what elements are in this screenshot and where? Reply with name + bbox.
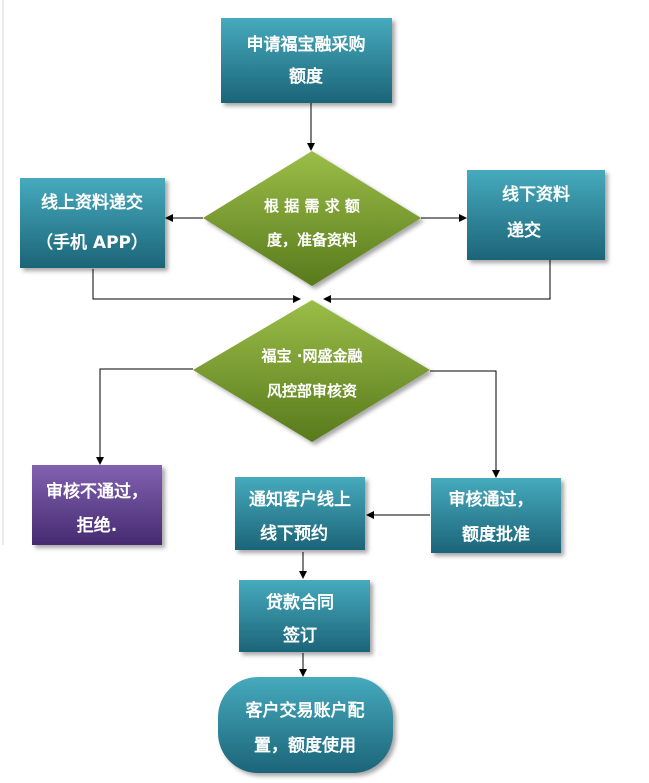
node-account-line-1: 客户交易账户配 [245,700,365,721]
node-notify-line-1: 通知客户线上 [249,489,351,510]
node-reject-line-1: 审核不通过， [46,481,148,502]
arrow-review-to-approve [430,370,500,478]
node-notify [235,477,365,550]
node-online-line-1: 线上资料递交 [41,192,143,213]
node-review-line-2: 风控部审核资 [267,382,357,400]
connectors [92,103,551,677]
node-reject-line-2: 拒绝. [77,515,117,536]
node-offline [467,170,605,260]
node-offline-line-2: 递交 [507,220,541,241]
arrow-review-to-reject [96,368,193,465]
node-online-line-2: （手机 APP） [36,232,148,253]
line-offline-to-merge [323,260,551,303]
node-apply-line-1: 申请福宝融采购 [247,34,366,55]
node-contract-line-1: 贷款合同 [266,592,334,613]
node-account [218,677,393,773]
node-approve [431,478,561,553]
node-online [20,178,165,268]
node-contract-line-2: 签订 [282,625,317,646]
node-prepare-line-2: 度，准备资料 [267,231,357,249]
node-review [193,300,430,442]
node-account-line-2: 置，额度使用 [254,735,356,756]
node-notify-line-2: 线下预约 [260,523,328,544]
node-approve-line-1: 审核通过， [449,489,534,510]
node-reject [32,465,162,545]
node-offline-line-1: 线下资料 [502,184,570,205]
node-prepare-line-1: 根 据 需 求 额 [264,197,360,215]
line-online-to-merge [92,269,301,303]
node-review-line-1: 福宝 ·网盛金融 [261,347,363,365]
node-contract [239,580,370,652]
node-apply-line-2: 额度 [289,66,324,87]
node-prepare [203,151,421,286]
node-approve-line-2: 额度批准 [462,524,530,545]
node-apply [221,18,392,103]
